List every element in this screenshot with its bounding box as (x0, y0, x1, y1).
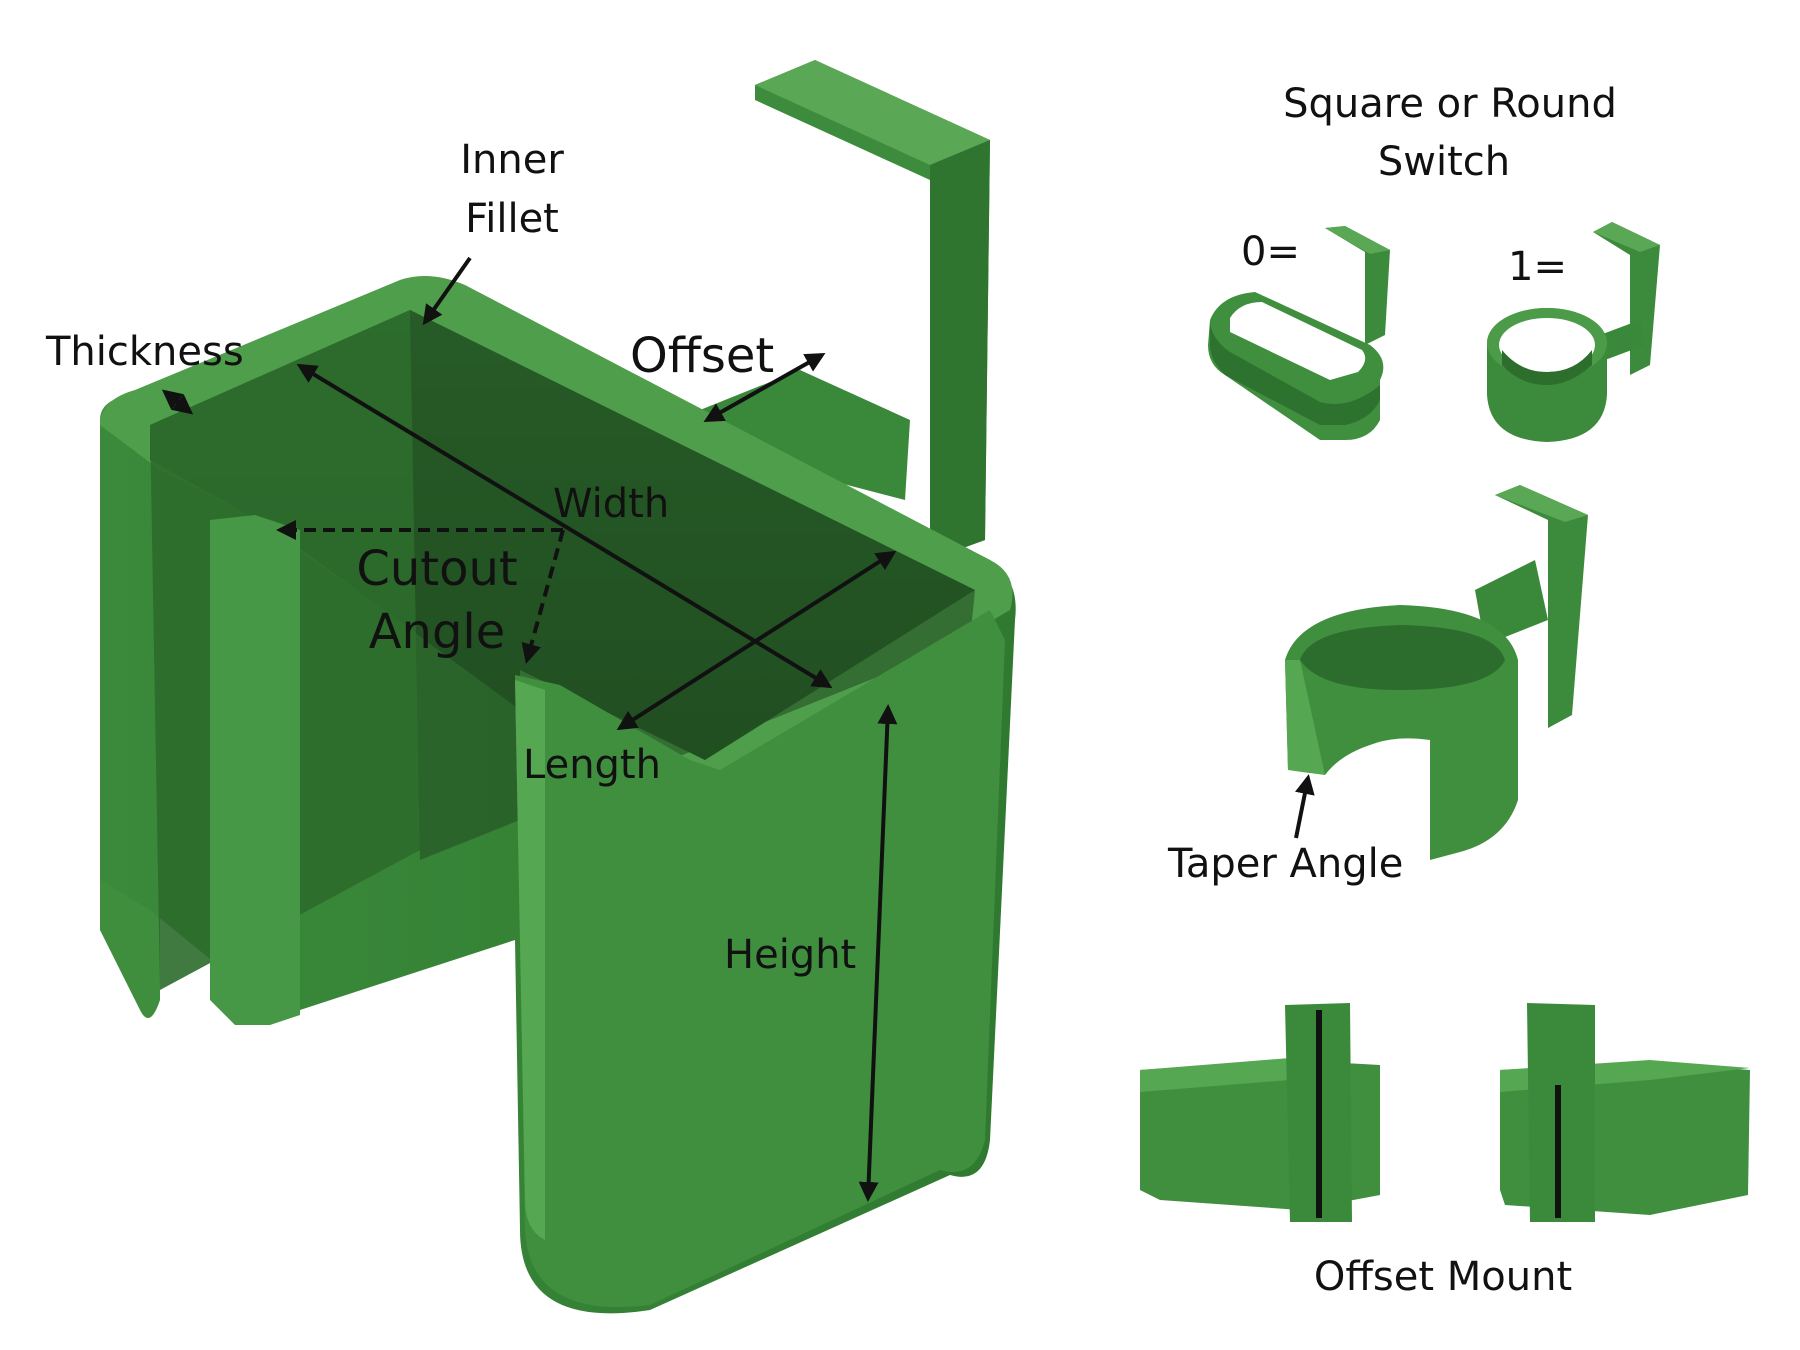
height-arrow (858, 704, 898, 1202)
offset-mount-right-render (1500, 1003, 1750, 1222)
cutout-angle-arrow-diagonal (521, 529, 565, 664)
taper-angle-label: Taper Angle (1167, 841, 1403, 887)
inner-fillet-arrow (422, 256, 472, 326)
main-holder-render (100, 60, 1016, 1314)
inner-fillet-label-line1: Inner (460, 137, 564, 183)
option-zero-label: 0= (1241, 229, 1300, 275)
taper-angle-arrow (1294, 774, 1315, 839)
thickness-label: Thickness (45, 329, 244, 375)
offset-label: Offset (630, 328, 774, 384)
length-label: Length (523, 742, 661, 788)
square-round-title-line2: Switch (1378, 139, 1510, 185)
taper-option-render (1285, 485, 1588, 860)
dimension-arrows (161, 256, 1315, 1202)
height-label: Height (724, 932, 856, 978)
length-arrow (616, 550, 897, 731)
width-label: Width (553, 481, 669, 527)
cutout-angle-label-line1: Cutout (356, 541, 517, 597)
holder-left-flange (210, 515, 300, 1025)
inner-fillet-label-line2: Fillet (465, 196, 559, 242)
offset-mount-label: Offset Mount (1314, 1254, 1572, 1300)
cutout-angle-label-line2: Angle (369, 604, 506, 660)
offset-mount-left-render (1140, 1003, 1380, 1222)
option-one-label: 1= (1508, 244, 1567, 290)
thickness-arrow (161, 389, 194, 415)
square-option-render (1208, 226, 1390, 440)
square-round-title-line1: Square or Round (1283, 81, 1617, 127)
round-option-render (1487, 222, 1660, 442)
